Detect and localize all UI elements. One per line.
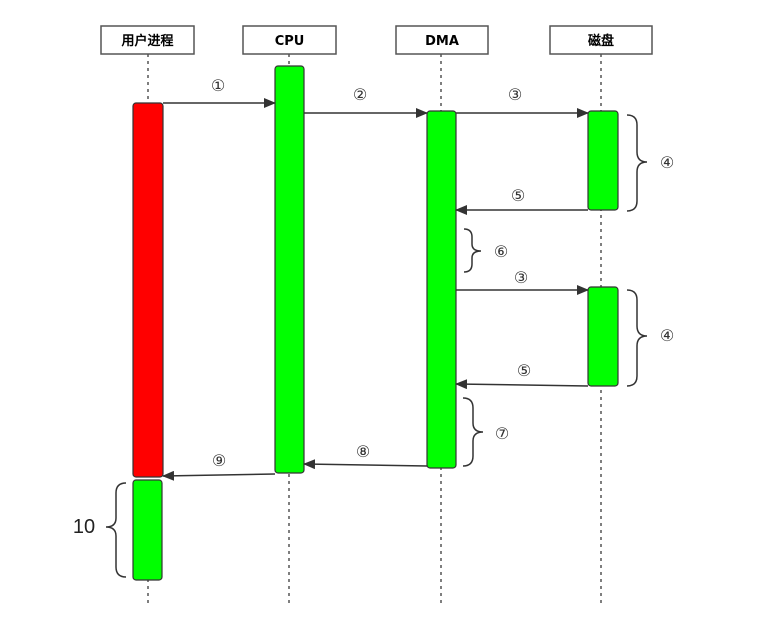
step-7-label: ⑦ [495,424,509,443]
message-9-arrow [162,470,276,481]
participant-disk-label: 磁盘 [588,33,614,49]
participant-cpu: CPU [242,25,337,55]
brace-4a [626,114,648,212]
step-4b-label: ④ [660,326,674,345]
message-2-label: ② [353,85,367,104]
participant-dma: DMA [395,25,489,55]
activation-user-resumed [132,479,163,581]
message-3b-label: ③ [514,268,528,287]
activation-dma [426,110,457,469]
participant-user: 用户进程 [100,25,195,55]
message-5b-arrow [455,379,589,390]
activation-cpu [274,65,305,474]
activation-disk-first [587,110,619,211]
message-5a-label: ⑤ [511,186,525,205]
participant-user-label: 用户进程 [120,33,173,49]
step-6-label: ⑥ [494,242,508,261]
participant-cpu-label: CPU [275,34,305,49]
activation-disk-second [587,286,619,387]
message-8-label: ⑧ [356,442,370,461]
participant-dma-label: DMA [425,34,459,49]
step-4a-label: ④ [660,153,674,172]
step-10-label: 10 [73,516,95,538]
participant-disk: 磁盘 [549,25,653,55]
message-1-label: ① [211,76,225,95]
brace-7 [462,397,484,467]
message-5b-label: ⑤ [517,361,531,380]
brace-4b [626,289,648,387]
message-3a-label: ③ [508,85,522,104]
message-9-label: ⑨ [212,451,226,470]
message-8-arrow [303,459,428,470]
brace-6 [463,228,482,273]
brace-10 [105,482,127,578]
activation-user-blocked [132,102,164,478]
